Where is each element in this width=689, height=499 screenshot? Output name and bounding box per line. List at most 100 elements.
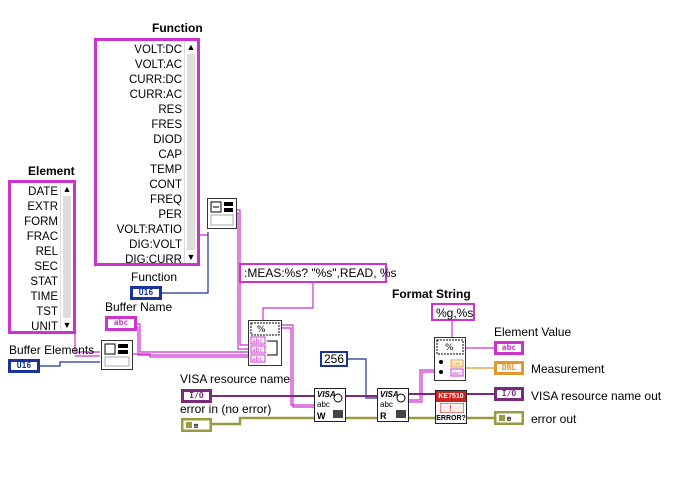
list-item[interactable]: FORM xyxy=(24,216,58,228)
dbl-type-label: DBL xyxy=(496,363,522,373)
scan-from-string-node[interactable]: % DBL abc xyxy=(434,337,466,381)
list-item[interactable]: UNIT xyxy=(31,321,58,333)
svg-text:abc: abc xyxy=(252,356,263,363)
list-item[interactable]: TIME xyxy=(30,291,58,303)
visa-read-bottom-label: R xyxy=(380,411,387,421)
wire-buffer-elements xyxy=(40,361,100,367)
visa-read-glyph-icon xyxy=(396,393,406,418)
measurement-terminal[interactable]: DBL xyxy=(494,361,524,375)
scroll-thumb[interactable] xyxy=(63,196,71,318)
list-item[interactable]: SEC xyxy=(34,261,58,273)
visa-resource-name-terminal[interactable]: I/O xyxy=(181,389,212,403)
visa-read-node[interactable]: VISA abc R xyxy=(377,388,409,422)
error-out-terminal[interactable]: ⊞ xyxy=(494,411,524,425)
error-in-terminal[interactable]: ⊞ xyxy=(181,418,212,432)
string-type-label: abc xyxy=(496,343,522,353)
format-string-label: Format String xyxy=(392,287,471,301)
list-item[interactable]: CONT xyxy=(149,179,182,191)
list-item[interactable]: VOLT:DC xyxy=(134,44,182,56)
index-array-element-node[interactable] xyxy=(101,340,133,370)
list-item[interactable]: STAT xyxy=(30,276,58,288)
function-list-label: Function xyxy=(152,21,203,35)
svg-text:⊞: ⊞ xyxy=(194,422,199,430)
buffer-name-label: Buffer Name xyxy=(105,300,173,314)
list-item[interactable]: REL xyxy=(35,246,58,258)
element-value-terminal[interactable]: abc xyxy=(494,341,524,355)
visa-resource-name-out-terminal[interactable]: I/O xyxy=(494,387,524,401)
list-item[interactable]: CAP xyxy=(158,149,182,161)
svg-text:abc: abc xyxy=(252,347,263,354)
list-item[interactable]: FREQ xyxy=(150,194,182,206)
error-query-node[interactable]: KE7510 ! ERROR? xyxy=(435,390,467,424)
error-warning-icon: ! xyxy=(440,403,464,413)
error-out-label: error out xyxy=(531,412,577,426)
element-list-scrollbar[interactable]: ▲ ▼ xyxy=(60,183,73,331)
scroll-up-icon[interactable]: ▲ xyxy=(62,184,72,194)
function-ring-list[interactable]: VOLT:DC VOLT:AC CURR:DC CURR:AC RES FRES DIOD C… xyxy=(94,38,200,266)
list-item[interactable]: VOLT:AC xyxy=(134,59,182,71)
io-type-label: I/O xyxy=(496,389,522,399)
format-string-constant[interactable]: %g,%s xyxy=(431,303,475,321)
u16-type-label: U16 xyxy=(132,288,160,298)
wire-error-in xyxy=(212,416,315,426)
list-item[interactable]: EXTR xyxy=(27,201,58,213)
error-cluster-icon: ⊞ xyxy=(495,412,523,424)
scroll-down-icon[interactable]: ▼ xyxy=(186,252,196,262)
string-type-label: abc xyxy=(107,318,135,329)
wire-read-buffer xyxy=(409,369,434,401)
list-item[interactable]: RES xyxy=(158,104,182,116)
u16-type-label: U16 xyxy=(10,361,38,371)
list-item[interactable]: DATE xyxy=(28,186,58,198)
list-item[interactable]: CURR:AC xyxy=(129,89,182,101)
list-item[interactable]: CURR:DC xyxy=(128,74,182,86)
scroll-up-icon[interactable]: ▲ xyxy=(186,42,196,52)
list-item[interactable]: TEMP xyxy=(150,164,182,176)
list-item[interactable]: DIOD xyxy=(153,134,182,146)
svg-text:%: % xyxy=(445,343,454,353)
error-in-label: error in (no error) xyxy=(180,402,272,416)
list-item[interactable]: DIG:CURR xyxy=(125,254,182,266)
scroll-down-icon[interactable]: ▼ xyxy=(62,320,72,330)
byte-count-constant[interactable]: 256 xyxy=(320,351,348,367)
svg-text:%: % xyxy=(257,325,266,335)
wire-function-list xyxy=(198,234,208,241)
element-value-label: Element Value xyxy=(494,325,572,339)
scroll-thumb[interactable] xyxy=(187,54,195,250)
list-item[interactable]: DIG:VOLT xyxy=(129,239,182,251)
function-control-label: Function xyxy=(131,270,178,284)
visa-write-node[interactable]: VISA abc W xyxy=(314,388,346,422)
list-item[interactable]: TST xyxy=(36,306,58,318)
function-u16-terminal[interactable]: U16 xyxy=(130,286,162,300)
wire-element xyxy=(74,333,100,353)
measurement-label: Measurement xyxy=(531,362,605,376)
visa-write-mid-label: abc xyxy=(317,400,330,409)
function-list-items: VOLT:DC VOLT:AC CURR:DC CURR:AC RES FRES DIOD C… xyxy=(97,43,185,268)
buffer-elements-label: Buffer Elements xyxy=(9,343,95,357)
list-item[interactable]: PER xyxy=(158,209,182,221)
index-array-icon xyxy=(210,201,234,226)
wire-meas-constant xyxy=(262,282,314,322)
scan-from-string-icon: % DBL abc xyxy=(436,339,464,377)
visa-read-mid-label: abc xyxy=(380,400,393,409)
meas-command-constant[interactable]: :MEAS:%s? "%s",READ, %s xyxy=(239,263,397,283)
wire-element-string xyxy=(133,353,250,358)
buffer-name-terminal[interactable]: abc xyxy=(105,316,137,331)
element-list-label: Element xyxy=(28,164,75,178)
visa-write-top-label: VISA xyxy=(317,390,336,399)
visa-write-bottom-label: W xyxy=(317,411,326,421)
wire-command xyxy=(282,324,315,408)
svg-text:!: ! xyxy=(449,404,452,413)
index-array-icon xyxy=(104,343,130,367)
index-array-function-node[interactable] xyxy=(207,198,237,229)
element-ring-list[interactable]: DATE EXTR FORM FRAC REL SEC STAT TIME TST UNIT ▲ … xyxy=(8,180,76,334)
visa-resource-name-label: VISA resource name xyxy=(180,372,291,386)
list-item[interactable]: FRAC xyxy=(26,231,58,243)
buffer-elements-terminal[interactable]: U16 xyxy=(8,359,40,373)
list-item[interactable]: FRES xyxy=(151,119,182,131)
list-item[interactable]: VOLT:RATIO xyxy=(116,224,182,236)
function-list-scrollbar[interactable]: ▲ ▼ xyxy=(184,41,197,263)
wire-byte-count xyxy=(347,358,377,399)
svg-text:DBL: DBL xyxy=(452,362,462,368)
format-into-string-node[interactable]: % abc abc abc xyxy=(248,320,282,366)
